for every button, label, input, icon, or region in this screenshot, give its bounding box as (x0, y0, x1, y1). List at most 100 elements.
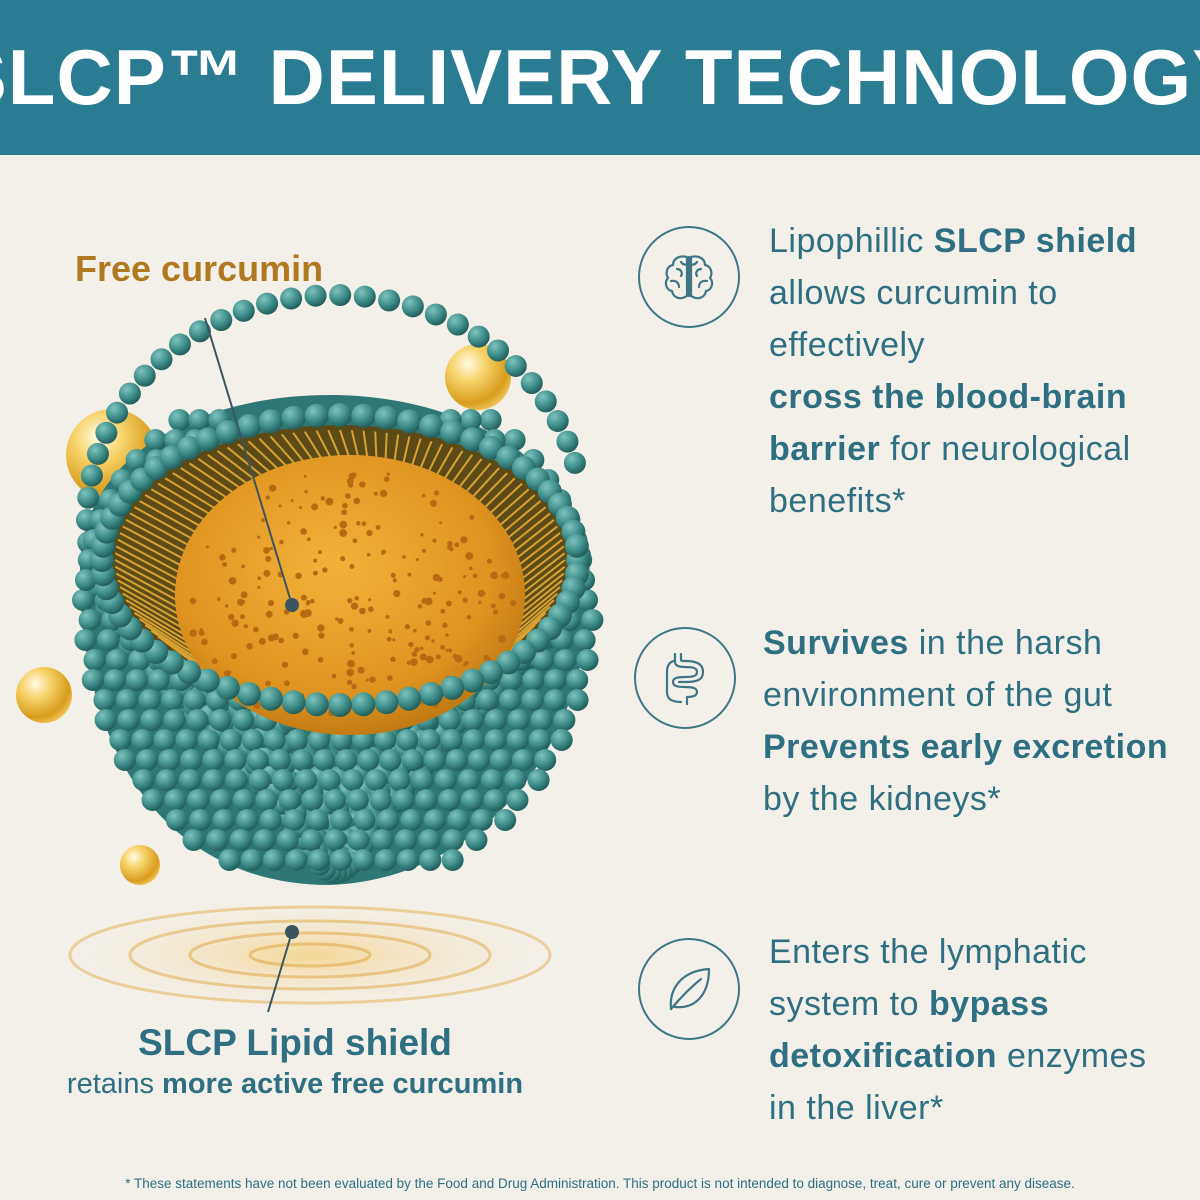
lipid-bead (163, 709, 186, 731)
lipid-bead (138, 689, 161, 711)
lipid-tail (519, 559, 566, 596)
lipid-bead (556, 430, 579, 453)
lipid-bead (118, 382, 141, 405)
lipid-tail (449, 454, 474, 487)
lipid-bead (95, 421, 118, 444)
curcumin-dot (469, 514, 475, 520)
curcumin-dot (472, 573, 478, 579)
lipid-tail (462, 462, 492, 496)
lipid-bead (259, 809, 282, 831)
rim-bead (460, 427, 485, 452)
lipid-bead (115, 689, 138, 711)
lipid-bead (446, 313, 469, 336)
lipid-tail (150, 488, 208, 523)
curcumin-dot (365, 678, 369, 682)
curcumin-dot (257, 585, 261, 589)
rim-bead (281, 690, 306, 715)
leaf-icon (638, 938, 740, 1040)
curcumin-dot (303, 474, 307, 478)
curcumin-dot (312, 570, 319, 576)
lipid-tail (117, 538, 183, 575)
shield-subtitle: retains more active free curcumin (0, 1068, 590, 1101)
curcumin-dot (351, 651, 356, 655)
lipid-tail (491, 488, 530, 523)
lipid-bead (240, 849, 263, 871)
benefit-text: effectively (769, 326, 926, 364)
benefit-text: benefits* (769, 482, 906, 520)
shell-rim-beads (90, 403, 590, 717)
curcumin-dot (408, 641, 414, 648)
benefit-text: for neurological (880, 430, 1131, 468)
lipid-tail (269, 435, 299, 468)
curcumin-dot (359, 668, 365, 674)
lipid-bead (498, 689, 521, 711)
curcumin-dot (201, 638, 208, 646)
lipid-bead (241, 729, 264, 751)
lipid-bead (283, 809, 306, 831)
curcumin-dot (339, 529, 348, 537)
curcumin-dot (417, 604, 423, 609)
curcumin-dot (490, 603, 496, 609)
curcumin-dot (260, 518, 265, 523)
lipid-bead (164, 789, 187, 811)
curcumin-dot (311, 503, 319, 511)
lipid-bead (440, 729, 463, 751)
curcumin-dot (442, 622, 448, 628)
curcumin-dot (356, 521, 361, 526)
curcumin-dot (432, 591, 437, 595)
curcumin-dot (205, 545, 209, 549)
lipid-bead (530, 709, 553, 731)
benefit-text: Enters the lymphatic (769, 933, 1088, 971)
lipid-bead (506, 789, 529, 811)
lipid-bead (83, 649, 106, 671)
rim-bead (419, 681, 444, 706)
lipid-bead (224, 749, 247, 771)
lipid-bead (335, 749, 358, 771)
lipid-bead (521, 689, 544, 711)
shield-subtitle-prefix: retains (66, 1068, 163, 1100)
lipid-tail (164, 477, 219, 511)
curcumin-dot (407, 572, 412, 577)
lipid-bead (304, 284, 327, 307)
lipid-bead (218, 849, 241, 871)
rim-bead (304, 692, 329, 717)
curcumin-dot (385, 614, 390, 619)
curcumin-dot (223, 670, 231, 677)
lipid-bead (374, 849, 397, 871)
lipid-bead (352, 849, 375, 871)
curcumin-dot (379, 489, 388, 498)
lipid-bead (93, 689, 116, 711)
lipid-bead (470, 809, 493, 831)
lipid-bead (180, 749, 203, 771)
intestine-icon (634, 627, 736, 729)
benefit-line: allows curcumin to (769, 267, 1137, 319)
curcumin-dot (404, 624, 411, 630)
lipid-bead (566, 669, 589, 691)
lipid-bead (72, 589, 94, 611)
lipid-bead (276, 829, 299, 851)
curcumin-dot (439, 521, 443, 525)
lipid-bead (144, 429, 167, 451)
free-curcumin-label: Free curcumin (75, 248, 324, 289)
curcumin-dot (366, 529, 373, 537)
benefit-line: barrier for neurological (769, 423, 1137, 475)
lipid-bead (512, 749, 535, 771)
benefit-text: in the harsh (908, 624, 1103, 662)
lipid-tail (315, 430, 334, 462)
curcumin-dot (421, 493, 426, 498)
curcumin-dot (359, 607, 366, 615)
lipid-bead (74, 629, 97, 651)
curcumin-dot (241, 564, 245, 569)
lipid-tail (133, 612, 196, 651)
curcumin-dot (432, 538, 437, 543)
lipid-tail (519, 552, 566, 589)
lipid-bead (263, 729, 286, 751)
lipid-bead (229, 829, 252, 851)
lipid-bead (411, 769, 434, 791)
benefit-line: in the liver* (769, 1082, 1147, 1134)
lipid-tail (237, 443, 274, 476)
lipid-bead (80, 464, 103, 487)
curcumin-dot (211, 658, 218, 665)
curcumin-dot (317, 624, 325, 632)
lipid-tail (207, 454, 251, 487)
